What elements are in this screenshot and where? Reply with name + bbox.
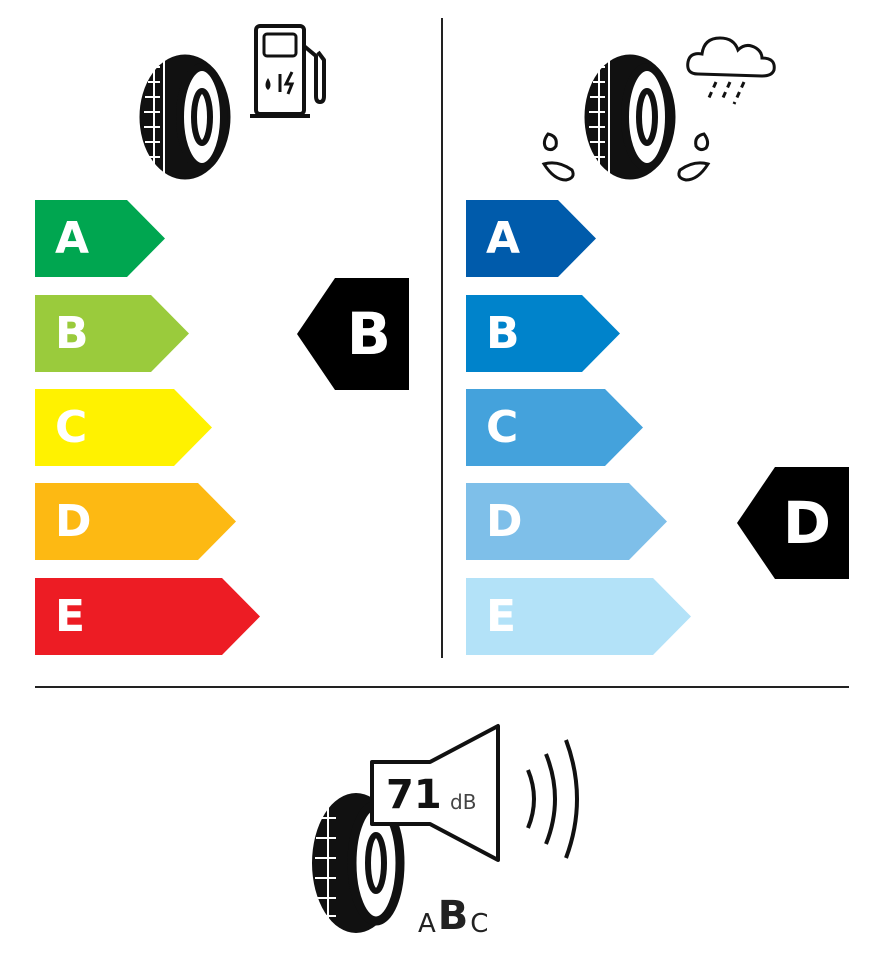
noise-class-labels: ABC	[418, 893, 488, 939]
wet-grip-class-bar: C	[466, 389, 643, 466]
tyre-icon	[139, 54, 231, 180]
tyre-icon	[584, 54, 676, 180]
fuel-class-label: C	[55, 401, 88, 453]
wet-grip-class-label: E	[486, 590, 517, 642]
fuel-rating-label: B	[346, 300, 391, 368]
wet-grip-rating-label: D	[782, 489, 831, 557]
fuel-pump-icon	[250, 24, 326, 118]
fuel-class-label: A	[55, 212, 90, 264]
noise-class-a: A	[418, 909, 436, 939]
water-splash-icon	[677, 132, 711, 182]
fuel-class-bar: A	[35, 200, 165, 277]
fuel-class-label: D	[55, 495, 92, 547]
fuel-class-bar: E	[35, 578, 260, 655]
fuel-class-bar: C	[35, 389, 212, 466]
sound-waves-icon	[526, 739, 579, 859]
noise-unit: dB	[450, 790, 477, 814]
wet-grip-class-label: A	[486, 212, 521, 264]
tyre-icon	[312, 793, 405, 933]
wet-grip-class-label: D	[486, 495, 523, 547]
wet-grip-class-label: B	[486, 307, 520, 359]
noise-class-b: B	[437, 893, 469, 939]
vertical-divider	[441, 18, 443, 658]
fuel-class-bar: D	[35, 483, 236, 560]
wet-grip-class-bar: B	[466, 295, 620, 372]
fuel-class-label: E	[55, 590, 86, 642]
fuel-class-label: B	[55, 307, 89, 359]
noise-value: 71	[386, 772, 442, 818]
fuel-rating-marker: B	[297, 278, 409, 390]
wet-grip-class-bar: E	[466, 578, 691, 655]
water-splash-icon	[541, 132, 575, 182]
noise-value-box: 71 dB	[382, 770, 502, 826]
horizontal-divider	[35, 686, 849, 688]
speaker-icon	[370, 724, 500, 862]
fuel-class-bar: B	[35, 295, 189, 372]
wet-grip-class-bar: D	[466, 483, 667, 560]
noise-class-c: C	[470, 909, 489, 939]
wet-grip-rating-marker: D	[737, 467, 849, 579]
rain-cloud-icon	[686, 36, 776, 105]
wet-grip-class-label: C	[486, 401, 519, 453]
wet-grip-class-bar: A	[466, 200, 596, 277]
